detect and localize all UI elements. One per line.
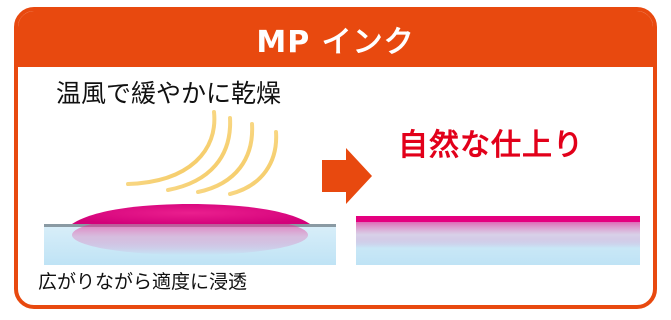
media-after xyxy=(356,216,640,265)
ink-droplet xyxy=(72,204,310,224)
penetration-label: 広がりながら適度に浸透 xyxy=(38,271,248,293)
media-before xyxy=(44,204,336,265)
warm-air-icon xyxy=(126,110,279,196)
ink-film xyxy=(356,216,640,222)
result-label: 自然な仕上り xyxy=(398,128,584,163)
panel-title: MP インク xyxy=(256,25,415,60)
drying-label: 温風で緩やかに乾燥 xyxy=(56,79,282,108)
panel-header: MP インク xyxy=(18,11,653,67)
right-arrow-icon xyxy=(322,148,372,204)
